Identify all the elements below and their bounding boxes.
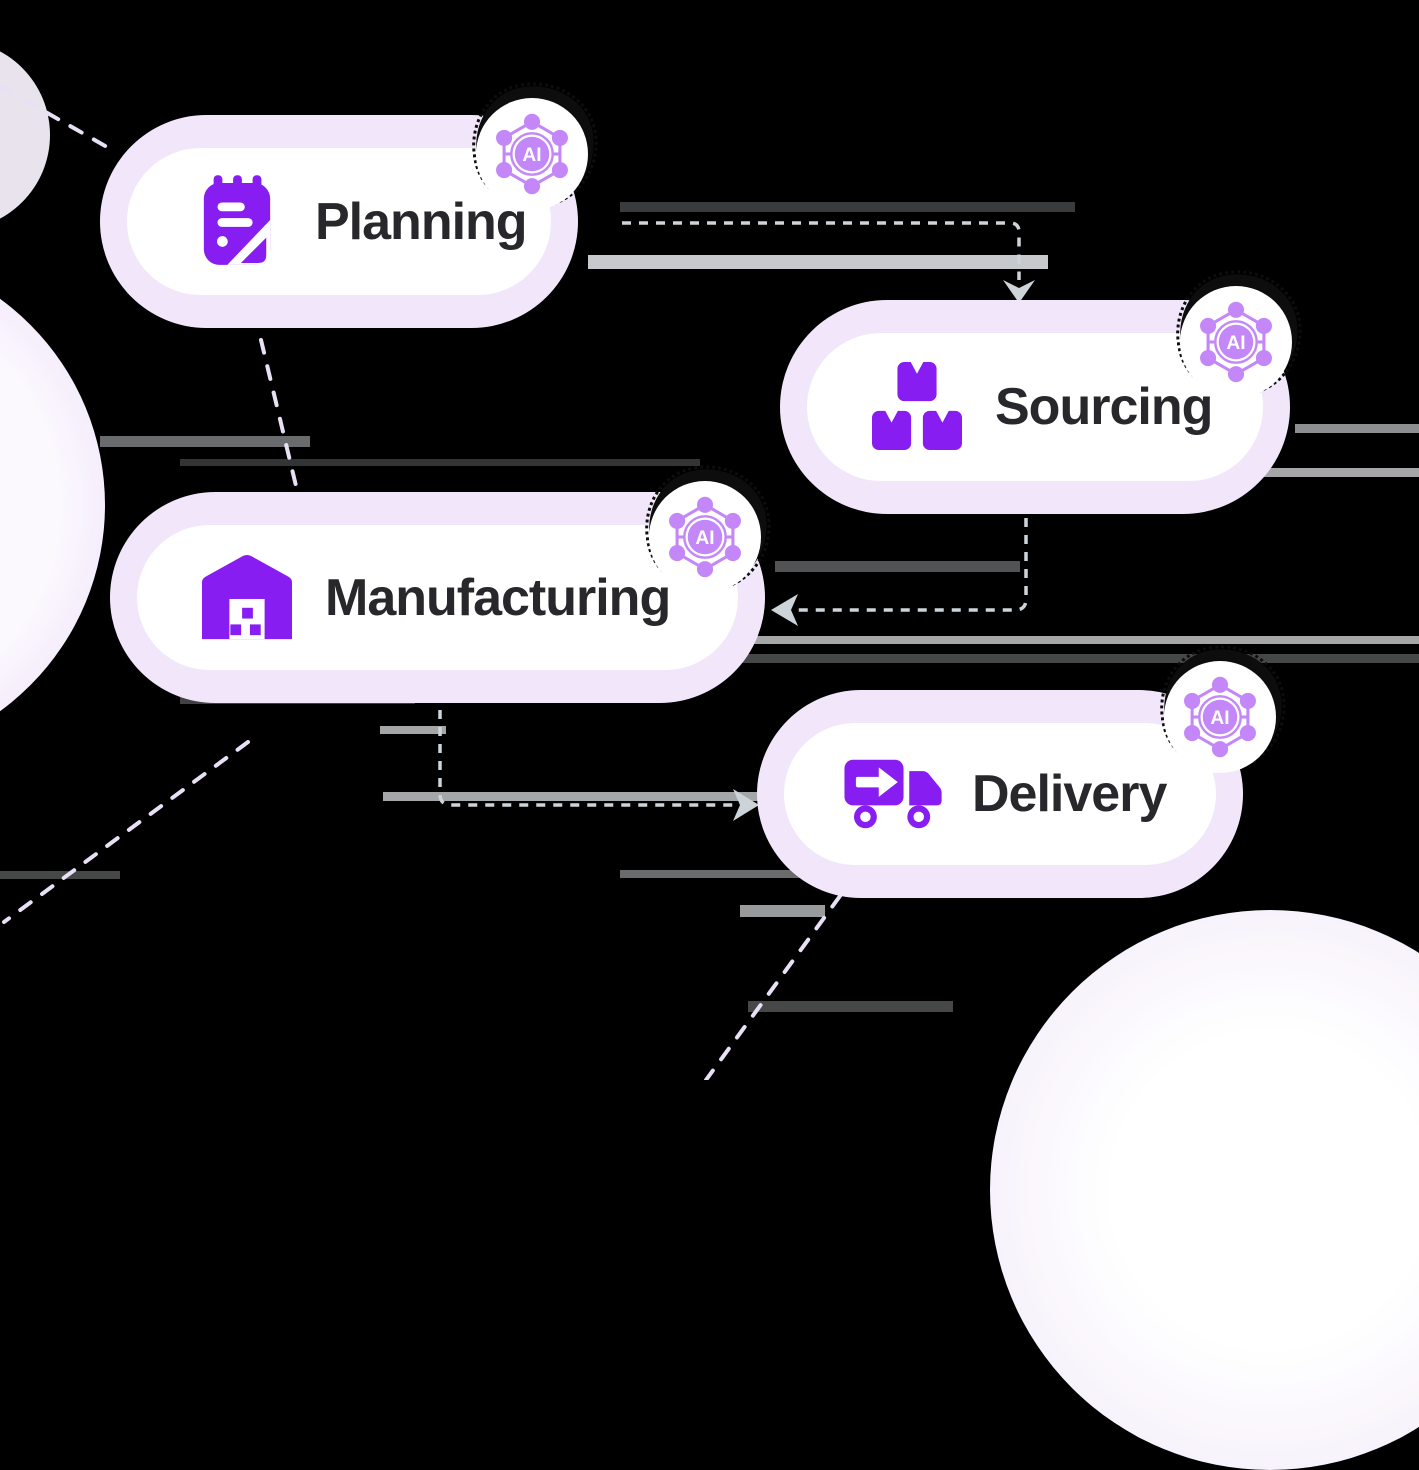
dashed-accent-planning-manufacturing (259, 338, 299, 492)
connector-planning-sourcing (622, 221, 1021, 280)
arrow-down-icon (1003, 280, 1035, 303)
shadow-band (620, 870, 952, 878)
boxes-icon (867, 362, 967, 452)
card-manufacturing: Manufacturing AI (110, 455, 781, 703)
shadow-band (740, 636, 1419, 644)
shadow-band (748, 1001, 953, 1012)
card-sourcing: Sourcing AI (780, 260, 1312, 514)
shadow-band (1248, 468, 1419, 477)
shadow-band (740, 905, 825, 917)
shadow-band (588, 255, 1048, 269)
card-label: Manufacturing (325, 568, 671, 627)
supply-chain-diagram: Planning AI (0, 40, 1419, 1470)
ai-badge-wrap: AI (462, 72, 608, 218)
ai-badge: AI (1164, 661, 1276, 773)
ai-badge: AI (476, 98, 588, 210)
dashed-accent-bottom-center (704, 894, 842, 1080)
arrow-left-icon (771, 594, 798, 626)
notepad-icon (187, 174, 287, 269)
ai-network-icon: AI (1184, 676, 1256, 758)
shadow-band (740, 654, 1419, 663)
connector-manufacturing-delivery (438, 710, 733, 807)
shadow-band (100, 436, 310, 447)
delivery-pill: Delivery (757, 690, 1243, 898)
warehouse-icon (197, 553, 297, 643)
shadow-band (775, 561, 1020, 572)
ai-network-icon: AI (669, 496, 741, 578)
ai-badge-label: AI (695, 528, 714, 549)
planning-pill: Planning (100, 115, 578, 328)
shadow-band (380, 726, 446, 734)
shadow-band (180, 459, 700, 466)
ai-badge-label: AI (1226, 333, 1245, 354)
connector-sourcing-manufacturing (798, 518, 1028, 612)
ai-badge-wrap: AI (1166, 260, 1312, 406)
card-planning: Planning AI (100, 72, 608, 328)
shadow-band (0, 871, 120, 879)
dashed-accent-top-left (0, 84, 116, 153)
ai-network-icon: AI (496, 113, 568, 195)
ai-badge: AI (649, 481, 761, 593)
connector-layer (0, 84, 1035, 1080)
shadow-band (383, 792, 803, 801)
shadow-band (1295, 424, 1419, 433)
card-label: Delivery (972, 765, 1167, 823)
shadow-band (620, 202, 1075, 212)
truck-icon (844, 754, 944, 834)
card-delivery: Delivery AI (757, 635, 1296, 898)
card-label: Sourcing (995, 378, 1213, 436)
ai-badge-wrap: AI (1150, 635, 1296, 781)
card-label: Planning (315, 192, 528, 251)
arrow-right-icon (733, 789, 759, 821)
ai-badge: AI (1180, 286, 1292, 398)
ai-badge-wrap: AI (635, 455, 781, 601)
ai-badge-label: AI (522, 145, 541, 166)
ai-badge-label: AI (1210, 708, 1229, 729)
ai-network-icon: AI (1200, 301, 1272, 383)
dashed-accent-bottom-left (2, 740, 250, 924)
